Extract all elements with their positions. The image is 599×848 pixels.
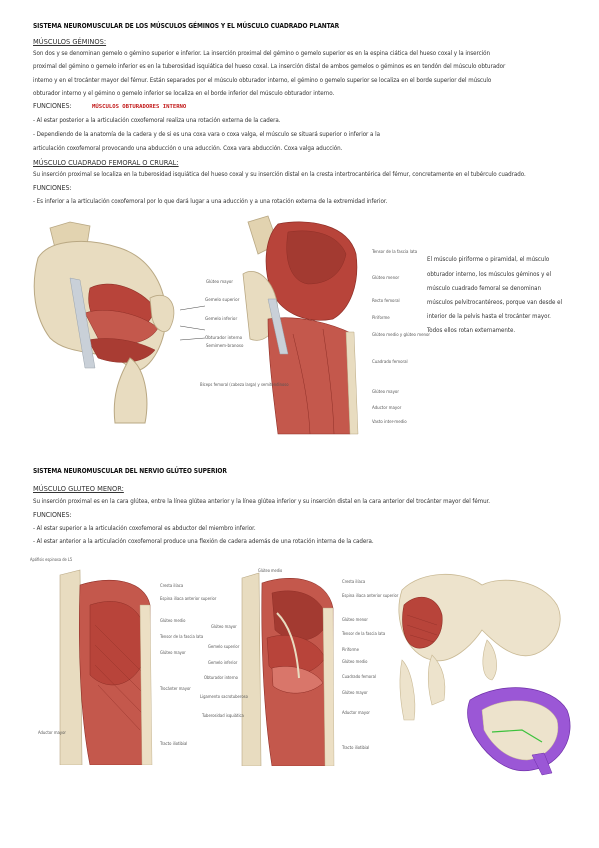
- fig4-label-cuadrado: Cuadrado femoral: [342, 674, 376, 679]
- geminos-line-2: proximal del gémino o gemelo inferior es…: [33, 63, 506, 70]
- fig4-label-gemelo-sup: Gemelo superior: [208, 644, 240, 649]
- cuad-line-3: - Es inferior a la articulación coxofemo…: [33, 198, 388, 205]
- geminos-line-3: interno y en el trocánter mayor del fému…: [33, 77, 492, 84]
- fig2-label-gluteo-menor: Glúteo menor: [372, 276, 400, 281]
- fig4-label-gluteo-medio: Glúteo medio: [342, 659, 368, 664]
- gm-line-1: Su inserción proximal es en la cara glút…: [33, 498, 490, 505]
- cuadrado-subtitle: MÚSCULO CUADRADO FEMORAL O CRURAL:: [33, 158, 179, 167]
- cuad-line-2: FUNCIONES:: [33, 184, 72, 192]
- figure-gluteal-superficial: [59, 569, 153, 765]
- fig4-label-aductor: Aductor mayor: [342, 710, 370, 715]
- handwritten-note: MÚSCULOS OBTURADORES INTERNO: [92, 104, 187, 110]
- fig2-label-biceps: Bíceps femoral (cabeza larga) y semitend…: [200, 382, 289, 387]
- fig2-label-semimembranoso: Semimem-branoso: [206, 344, 244, 349]
- side-line-5: interior de la pelvis hasta el trocánter…: [427, 313, 551, 320]
- fig2-label-recto-femoral: Recto femoral: [372, 299, 400, 304]
- fig4-label-gluteo-mayor: Glúteo mayor: [211, 624, 237, 629]
- side-line-6: Todos ellos rotan externamente.: [427, 327, 516, 334]
- geminos-line-1: Son dos y se denominan gemelo o gémino s…: [33, 50, 490, 57]
- fig2-label-gluteo-medio: Glúteo medio y glúteo menor: [372, 333, 431, 338]
- fig1-label-gemelo-superior: Gemelo superior: [205, 298, 240, 303]
- fig4-label-gemelo-inf: Gemelo inferior: [208, 660, 238, 665]
- section2-title: SISTEMA NEUROMUSCULAR DEL NERVIO GLÚTEO …: [33, 467, 227, 475]
- func-line-2: - Dependiendo de la anatomía de la cader…: [33, 131, 380, 138]
- fig2-label-tensor: Tensor de la fascia lata: [372, 250, 418, 255]
- gm-line-2: FUNCIONES:: [33, 511, 72, 519]
- side-line-4: músculos pelvitrocantéreos, porque van d…: [427, 299, 563, 306]
- side-line-1: El músculo piriforme o piramidal, el mús…: [427, 256, 550, 263]
- fig4-label-gluteo-medio-top: Glúteo medio: [258, 568, 283, 573]
- fig2-label-gluteo-mayor-r: Glúteo mayor: [372, 390, 399, 395]
- figure-posterior-hip: [242, 215, 359, 435]
- fig4-label-piriforme: Piriforme: [342, 647, 359, 652]
- funciones-label-1: FUNCIONES:: [33, 102, 72, 110]
- side-line-2: obturador interno, los músculos géminos …: [427, 271, 552, 278]
- figure-3d-pelvis: [398, 573, 571, 776]
- fig4-label-tracto: Tracto iliotibial: [342, 745, 370, 750]
- figure-pelvis-geminos: [33, 221, 206, 424]
- fig4-label-cresta: Cresta ilíaca: [342, 579, 366, 584]
- fig3-label-gluteo-medio: Glúteo medio: [160, 618, 186, 623]
- cuad-line-1: Su inserción proximal se localiza en la …: [33, 171, 526, 178]
- fig4-label-gluteo-menor: Glúteo menor: [342, 617, 368, 622]
- fig3-label-tensor: Tensor de la fascia lata: [160, 634, 204, 639]
- geminos-subtitle: MÚSCULOS GÉMINOS:: [33, 37, 107, 46]
- fig1-label-gemelo-inferior: Gemelo inferior: [205, 317, 238, 322]
- fig2-label-gluteo-mayor: Glúteo mayor: [206, 280, 233, 285]
- fig4-label-ligamento: Ligamento sacrotuberoso: [200, 694, 248, 699]
- fig3-label-tracto: Tracto iliotibial: [160, 741, 188, 746]
- geminos-line-4: obturador interno y el gémino o gemelo i…: [33, 90, 335, 97]
- fig2-label-vasto: Vasto inter-medio: [372, 420, 407, 425]
- fig3-label-cresta: Cresta ilíaca: [160, 583, 184, 588]
- fig3-label-aductor: Aductor mayor: [38, 730, 66, 735]
- section1-title: SISTEMA NEUROMUSCULAR DE LOS MÚSCULOS GÉ…: [33, 22, 340, 30]
- fig4-label-gluteo-mayor-r: Glúteo mayor: [342, 690, 368, 695]
- fig3-label-gluteo-mayor: Glúteo mayor: [160, 650, 186, 655]
- fig4-label-obturador: Obturador interno: [204, 675, 238, 680]
- fig2-label-piriforme: Piriforme: [372, 316, 390, 321]
- gm-line-3: - Al estar superior a la articulación co…: [33, 525, 256, 532]
- fig4-label-tensor: Tensor de la fascia lata: [342, 631, 386, 636]
- fig4-label-tuberosidad: Tuberosidad isquiática: [202, 713, 244, 718]
- gluteo-menor-subtitle: MÚSCULO GLUTEO MENOR:: [33, 484, 124, 493]
- func-line-1: - Al estar posterior a la articulación c…: [33, 117, 281, 124]
- side-line-3: músculo cuadrado femoral se denominan: [427, 285, 541, 292]
- figure-gluteal-deep: [241, 572, 335, 766]
- fig3-label-apofisis: Apófisis espinosa de L5: [30, 557, 73, 562]
- gm-line-4: - Al estar anterior a la articulación co…: [33, 538, 374, 545]
- fig2-label-cuadrado-femoral: Cuadrado femoral: [372, 360, 408, 365]
- fig2-label-aductor-mayor: Aductor mayor: [372, 406, 402, 411]
- fig3-label-espina: Espina ilíaca anterior superior: [160, 596, 217, 601]
- fig3-label-trocanter: Trocánter mayor: [160, 686, 191, 691]
- func-line-3: articulación coxofemoral provocando una …: [33, 145, 343, 152]
- fig4-label-espina: Espina ilíaca anterior superior: [342, 593, 399, 598]
- fig1-label-obturador-interno: Obturador interno: [205, 336, 243, 341]
